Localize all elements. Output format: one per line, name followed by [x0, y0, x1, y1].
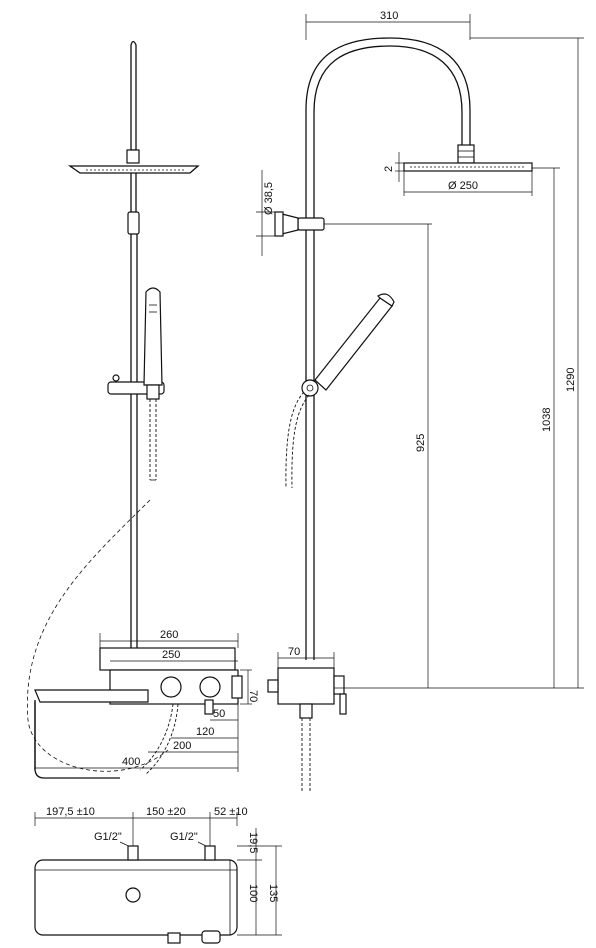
dim-height-total: 1290 [565, 368, 577, 392]
side-hand-shower [314, 297, 393, 391]
dim-mixer-70-vert: 70 [247, 690, 259, 702]
side-arched-arm-inner [313, 45, 463, 230]
front-left-knob [160, 676, 182, 698]
front-spout-hose [139, 703, 174, 771]
dim-bottom-center: 150 ±20 [146, 806, 186, 818]
dim-bottom-right: 52 ±10 [214, 806, 248, 818]
dim-top-width: 310 [380, 10, 398, 22]
dim-shelf-outer: 260 [160, 629, 178, 641]
dim-height-bracket: 925 [415, 434, 427, 452]
front-tray [34, 689, 149, 703]
bottom-inlet-right [204, 845, 216, 861]
dim-bottom-19-5: 19,5 [247, 832, 259, 853]
thread-label-right: G1/2" [170, 831, 198, 843]
front-right-knob [199, 676, 221, 698]
side-slider [301, 379, 319, 397]
dim-bracket-diameter: Ø 38,5 [263, 182, 275, 215]
front-head-connector [126, 149, 140, 164]
front-shower-head [67, 165, 200, 174]
bottom-view: 197,5 ±10 150 ±20 52 ±10 G1/2" G1/2" 19,… [34, 806, 282, 944]
bottom-outlet-left [167, 932, 181, 944]
side-wall-bracket [297, 217, 325, 231]
dim-height-head: 1038 [541, 408, 553, 432]
thread-label-left: G1/2" [94, 831, 122, 843]
side-view: 310 2 Ø 250 Ø 38,5 925 1038 1290 [256, 10, 584, 792]
front-diverter-joint [127, 211, 140, 235]
dim-bottom-left: 197,5 ±10 [46, 806, 95, 818]
bottom-knob [125, 887, 141, 903]
side-head-connector [457, 144, 475, 164]
side-hose [285, 391, 305, 489]
hose-reach-arc [26, 499, 169, 772]
bottom-inlet-left [127, 845, 139, 861]
front-view: 260 250 70 50 120 200 400 [26, 40, 259, 779]
dim-mixer-120: 120 [196, 726, 214, 738]
dim-bottom-135: 135 [267, 884, 279, 902]
dim-head-thickness: 2 [383, 166, 395, 172]
bottom-outlet-right [201, 930, 221, 944]
side-arched-arm-outer [305, 37, 471, 230]
side-mixer-body [277, 667, 335, 705]
dim-spout-reach: 400 [122, 756, 140, 768]
dim-mixer-50: 50 [213, 708, 225, 720]
dim-shelf-inner: 250 [162, 649, 180, 661]
dim-bottom-100: 100 [247, 884, 259, 902]
dim-mixer-200: 200 [173, 740, 191, 752]
front-hand-shower [143, 287, 163, 386]
dim-mixer-depth: 70 [288, 646, 300, 658]
dim-head-diameter: Ø 250 [448, 180, 478, 192]
front-arm-pipe [130, 40, 137, 151]
